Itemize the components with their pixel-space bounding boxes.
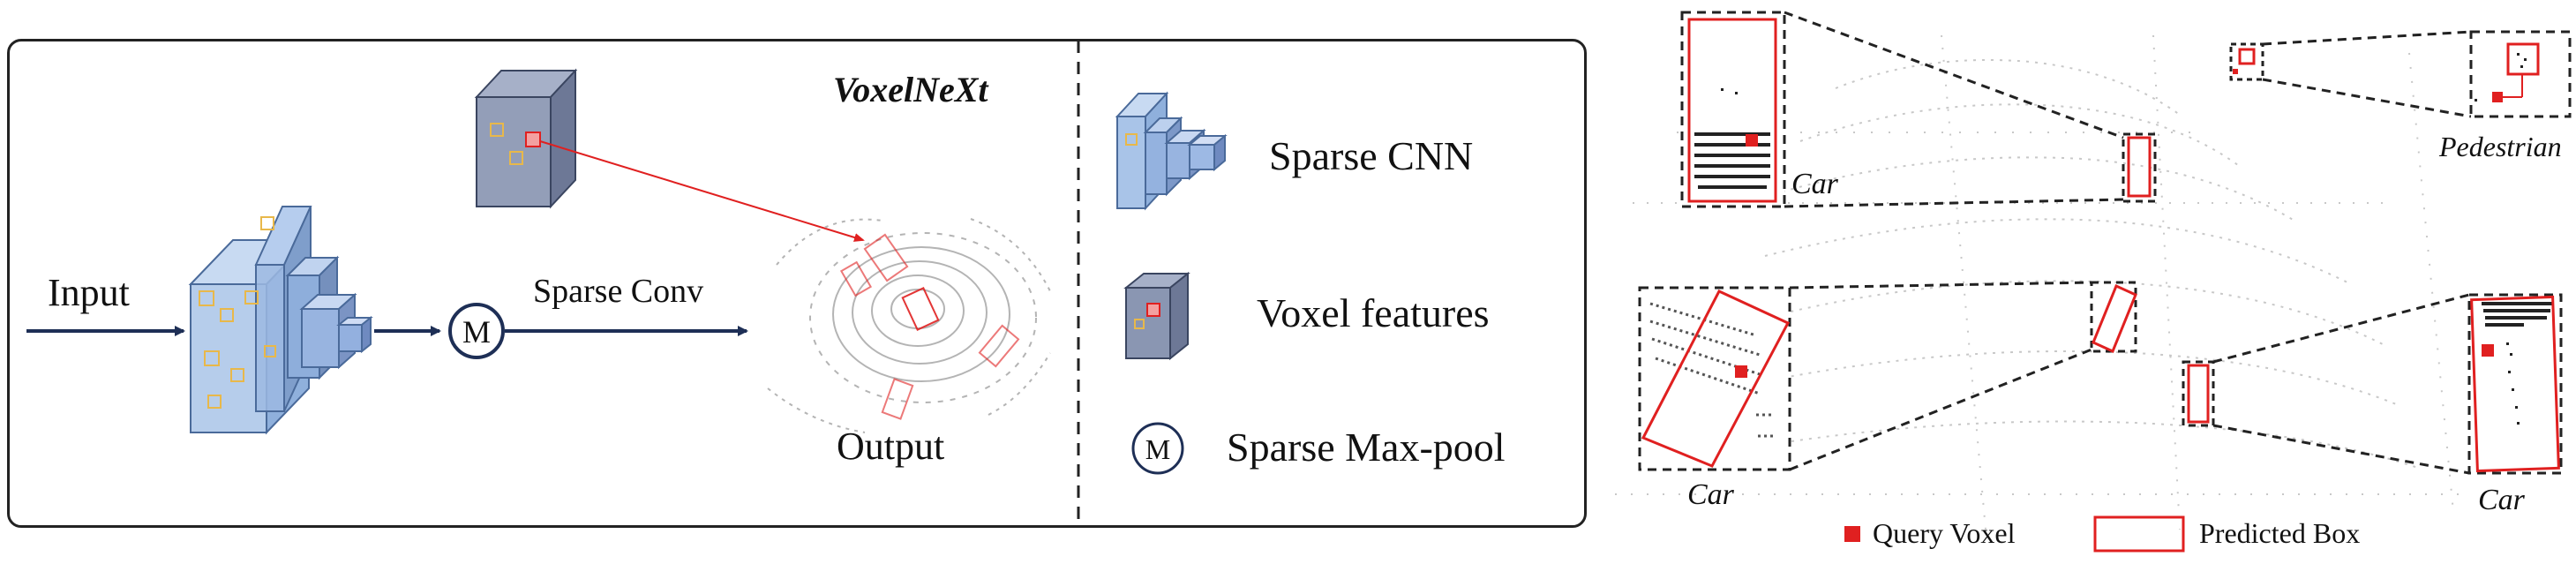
maxpool-symbol: M xyxy=(462,314,491,350)
diagram-title: VoxelNeXt xyxy=(833,70,988,109)
lidar-background xyxy=(1615,34,2471,530)
sparse-conv-label: Sparse Conv xyxy=(533,273,704,310)
label-car-bottom-left: Car xyxy=(1687,478,1734,511)
sparse-cnn-stack xyxy=(188,206,373,435)
query-arrow xyxy=(539,140,865,242)
legend-voxel-features-label: Voxel features xyxy=(1257,290,1490,335)
legend-predicted-box-label: Predicted Box xyxy=(2199,517,2361,549)
predicted-box-swatch xyxy=(2093,515,2185,553)
legend-sparse-cnn-label: Sparse CNN xyxy=(1269,133,1474,178)
maxpool-icon-symbol: M xyxy=(1145,433,1170,465)
output-point-cloud xyxy=(767,218,1051,433)
zoom-car-top-left xyxy=(1680,11,1786,208)
maxpool-icon: M xyxy=(1131,422,1184,475)
sparse-cnn-icon xyxy=(1115,91,1228,211)
label-pedestrian: Pedestrian xyxy=(2439,131,2562,162)
legend-query-voxel-label: Query Voxel xyxy=(1873,517,2016,549)
label-car-top-left: Car xyxy=(1791,168,1838,200)
zoom-pedestrian xyxy=(2469,30,2572,118)
zoom-car-bottom-right xyxy=(2467,293,2563,475)
output-label: Output xyxy=(837,425,945,468)
voxel-features-icon xyxy=(1123,271,1190,361)
legend-maxpool-label: Sparse Max-pool xyxy=(1227,425,1506,470)
maxpool-circle xyxy=(448,303,505,359)
query-voxel-swatch xyxy=(1844,526,1860,542)
zoom-car-bottom-left xyxy=(1638,286,1791,471)
architecture-panel xyxy=(7,39,1587,528)
input-label: Input xyxy=(48,271,130,314)
label-car-bottom-right: Car xyxy=(2478,484,2525,516)
output-predicted-boxes xyxy=(839,233,1020,420)
voxel-feature-cube xyxy=(474,68,578,209)
